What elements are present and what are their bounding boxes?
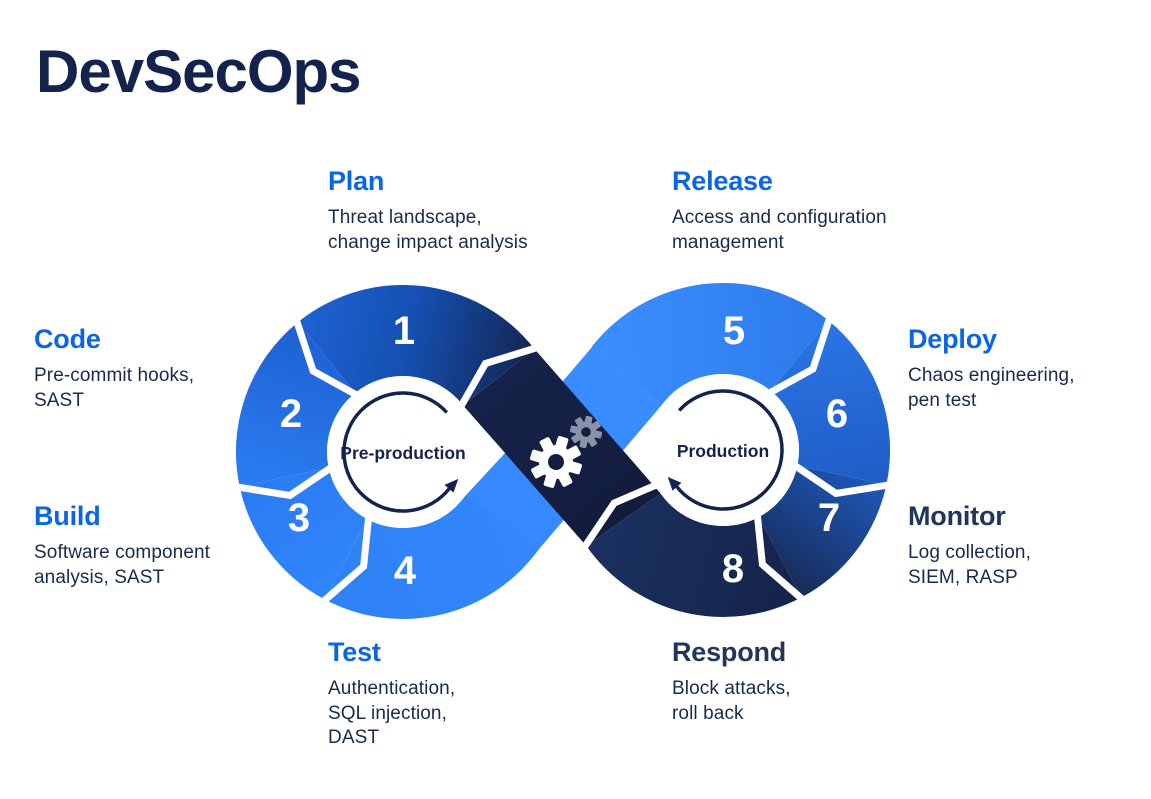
step-label-release: Release Access and configuration managem… [672, 166, 962, 255]
step-number-4: 4 [394, 549, 417, 593]
counterclockwise-cycle-arrow-icon [342, 391, 459, 513]
gears-icon [530, 415, 603, 488]
step-label-build: Build Software component analysis, SAST [34, 501, 324, 590]
pre-production-label: Pre-production [340, 443, 465, 463]
divider-7-8 [753, 514, 805, 602]
step-description-code: Pre-commit hooks, SAST [34, 365, 195, 411]
step-label-code: Code Pre-commit hooks, SAST [34, 324, 324, 413]
pre-production-hub [327, 376, 505, 528]
step-name-monitor: Monitor [908, 501, 1006, 531]
step-number-5: 5 [723, 309, 745, 353]
segment-7-monitor [758, 465, 887, 598]
page-title: DevSecOps [36, 38, 362, 105]
divider-1-band [457, 344, 538, 409]
segment-6-deploy [770, 320, 891, 485]
segment-5-release [591, 282, 829, 404]
small-gear-icon [569, 415, 603, 449]
segment-3-build [239, 467, 368, 600]
step-label-deploy: Deploy Chaos engineering, pen test [908, 324, 1151, 413]
step-label-respond: Respond Block attacks, roll back [672, 637, 962, 726]
step-name-test: Test [328, 637, 381, 667]
step-description-test: Authentication, SQL injection, DAST [328, 678, 456, 749]
divider-5-6 [767, 317, 833, 397]
clockwise-cycle-arrow-icon [667, 389, 784, 511]
segment-4-test [324, 495, 540, 619]
step-label-monitor: Monitor Log collection, SIEM, RASP [908, 501, 1151, 590]
step-number-2: 2 [280, 392, 302, 436]
divider-2-3 [237, 464, 334, 500]
step-description-build: Software component analysis, SAST [34, 542, 211, 588]
step-number-8: 8 [722, 547, 744, 591]
production-label: Production [677, 441, 769, 461]
step-description-deploy: Chaos engineering, pen test [908, 365, 1075, 411]
divider-1-2 [293, 319, 359, 399]
large-gear-icon [530, 436, 582, 488]
step-description-release: Access and configuration management [672, 207, 887, 253]
step-name-deploy: Deploy [908, 324, 997, 354]
step-number-7: 7 [818, 496, 840, 540]
step-description-monitor: Log collection, SIEM, RASP [908, 542, 1031, 588]
divider-8-band [581, 478, 665, 549]
step-name-respond: Respond [672, 637, 787, 667]
segment-2-code [235, 322, 356, 487]
step-label-plan: Plan Threat landscape, change impact ana… [328, 166, 618, 255]
segment-8-respond [586, 493, 802, 617]
step-number-1: 1 [393, 309, 415, 353]
divider-3-4 [321, 516, 373, 604]
step-name-build: Build [34, 501, 101, 531]
step-name-release: Release [672, 166, 773, 196]
segment-dividers [237, 317, 889, 604]
step-description-plan: Threat landscape, change impact analysis [328, 207, 528, 253]
production-hub [630, 374, 799, 526]
divider-6-7 [792, 462, 889, 498]
step-description-respond: Block attacks, roll back [672, 678, 791, 724]
step-name-code: Code [34, 324, 101, 354]
step-label-test: Test Authentication, SQL injection, DAST [328, 637, 618, 751]
step-number-3: 3 [288, 496, 310, 540]
step-number-6: 6 [826, 392, 848, 436]
step-name-plan: Plan [328, 166, 385, 196]
